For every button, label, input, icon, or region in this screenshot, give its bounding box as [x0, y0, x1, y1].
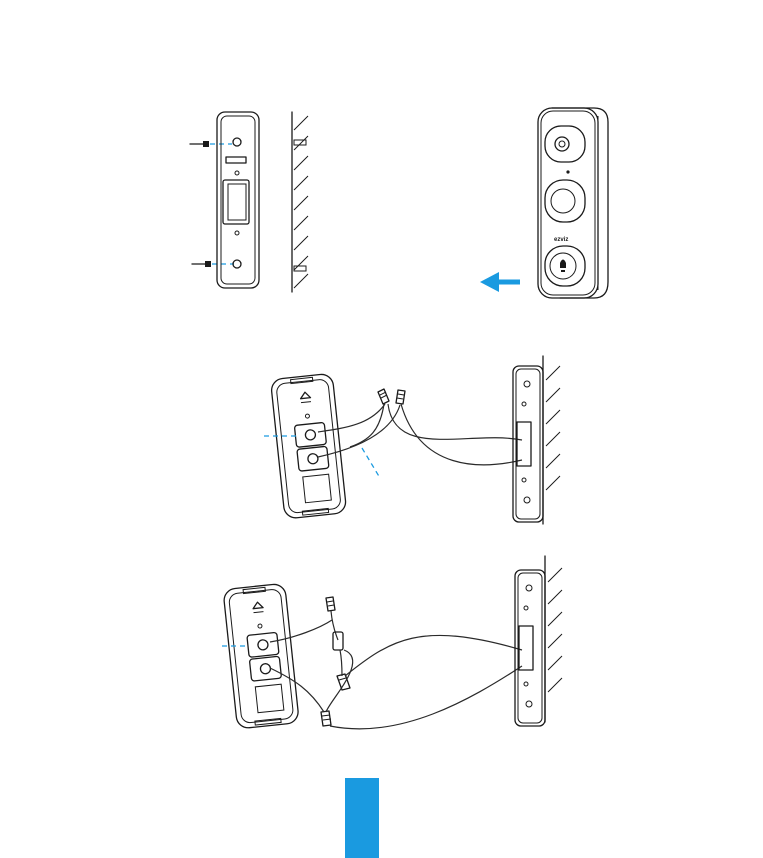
bell-icon: [560, 260, 566, 269]
wire-nut-top: [326, 597, 335, 611]
wall-step1: [292, 112, 308, 292]
screw-top: [190, 141, 209, 147]
terminal-top: [294, 422, 326, 447]
doorbell-back-panel: [270, 373, 346, 519]
wire-nut-left: [378, 389, 389, 404]
arrow-left-icon: [480, 272, 520, 292]
wall-step2: [543, 356, 560, 524]
brand-logo: ezviz: [554, 237, 568, 243]
camera-lens-icon: [555, 137, 569, 151]
terminal-bottom: [297, 446, 329, 471]
step1-mount-plate: ezviz: [190, 108, 608, 298]
step2-wire-direct: [264, 356, 560, 524]
wall-plate-step2: [513, 366, 543, 522]
wire-nut-right: [396, 390, 405, 404]
wall-plate-step3: [515, 570, 545, 726]
page-tab: [345, 778, 379, 858]
step3-wire-with-extension: [222, 556, 562, 729]
wire-guide-line: [362, 448, 380, 478]
doorbell-back-panel-2: [223, 583, 299, 729]
wire-nut-bottom: [321, 711, 331, 726]
wire-connector: [333, 632, 343, 650]
doorbell-device: ezviz: [538, 108, 608, 298]
mounting-plate: [217, 112, 259, 288]
wall-step3: [545, 556, 562, 722]
screw-bottom: [192, 261, 211, 267]
